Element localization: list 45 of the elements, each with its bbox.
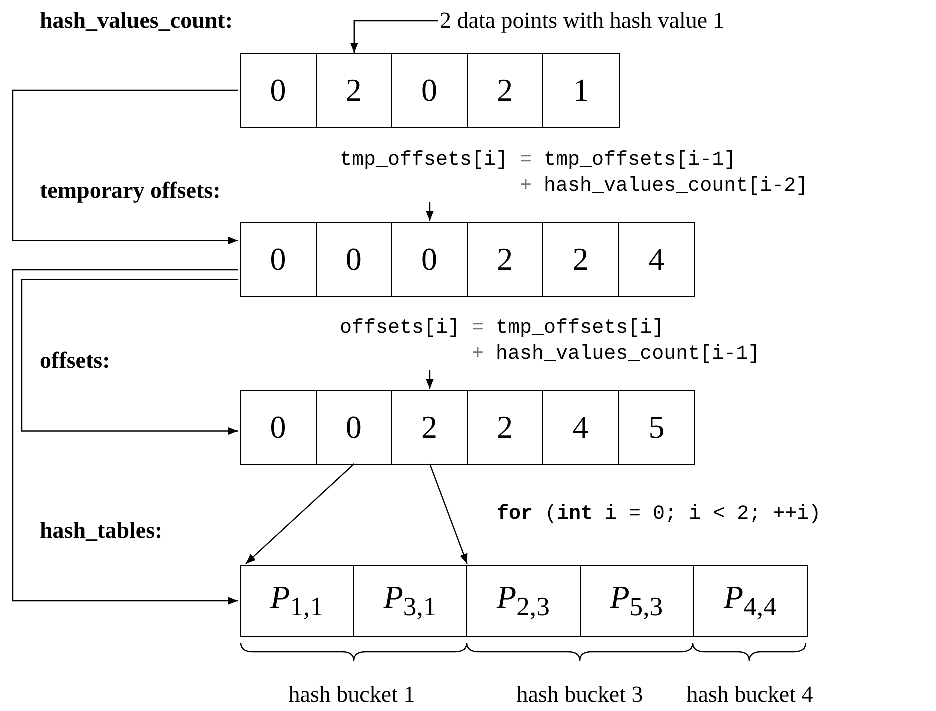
- array-cell: 4: [543, 391, 619, 464]
- array-cell: 0: [316, 391, 392, 464]
- row-label: hash_values_count:: [40, 8, 233, 34]
- array-cell: 5: [619, 391, 695, 464]
- array-cell: P$_{2,3}$: [467, 566, 581, 636]
- array-box: [240, 53, 620, 128]
- arrow: [246, 464, 355, 564]
- array-cell: 2: [468, 223, 544, 296]
- arrow: [350, 20, 438, 53]
- bucket-label: hash bucket 1: [288, 682, 416, 708]
- code-text: tmp_offsets[i] = tmp_offsets[i-1] + hash_values_count[i-2]: [340, 148, 808, 200]
- array-cell: 0: [392, 54, 468, 127]
- bucket-label: hash bucket 4: [686, 682, 814, 708]
- arrow: [426, 370, 434, 389]
- array-cell: 0: [241, 223, 317, 296]
- array-box: [240, 390, 696, 465]
- row-label: temporary offsets:: [40, 178, 221, 204]
- array-cell: 0: [316, 223, 392, 296]
- arrow: [21, 279, 238, 436]
- array-cell: P$_{1,1}$: [241, 566, 354, 636]
- array-cell: 2: [468, 391, 544, 464]
- code-text: offsets[i] = tmp_offsets[i] + hash_values_count[i-1]: [340, 316, 760, 368]
- code-text: for (int i = 0; i < 2; ++i): [497, 502, 822, 528]
- array-cell: 0: [241, 391, 317, 464]
- array-cell: P$_{3,1}$: [354, 566, 468, 636]
- annotation-text: 2 data points with hash value 1: [440, 8, 725, 34]
- arrow: [426, 202, 434, 221]
- array-cell: 2: [316, 54, 392, 127]
- array-cell: 0: [241, 54, 317, 127]
- array-cell: P$_{5,3}$: [580, 566, 694, 636]
- arrow: [12, 90, 238, 245]
- array-box: [240, 565, 808, 637]
- bucket-label: hash bucket 3: [516, 682, 644, 708]
- array-box: [240, 222, 696, 297]
- array-cell: 0: [392, 223, 468, 296]
- array-cell: 2: [392, 391, 468, 464]
- array-cell: 4: [619, 223, 695, 296]
- array-cell: 1: [543, 54, 619, 127]
- arrow: [12, 269, 238, 605]
- arrow: [429, 464, 468, 564]
- row-label: hash_tables:: [40, 518, 163, 544]
- array-cell: 2: [468, 54, 544, 127]
- array-cell: 2: [543, 223, 619, 296]
- row-label: offsets:: [40, 348, 110, 374]
- array-cell: P$_{4,4}$: [694, 566, 807, 636]
